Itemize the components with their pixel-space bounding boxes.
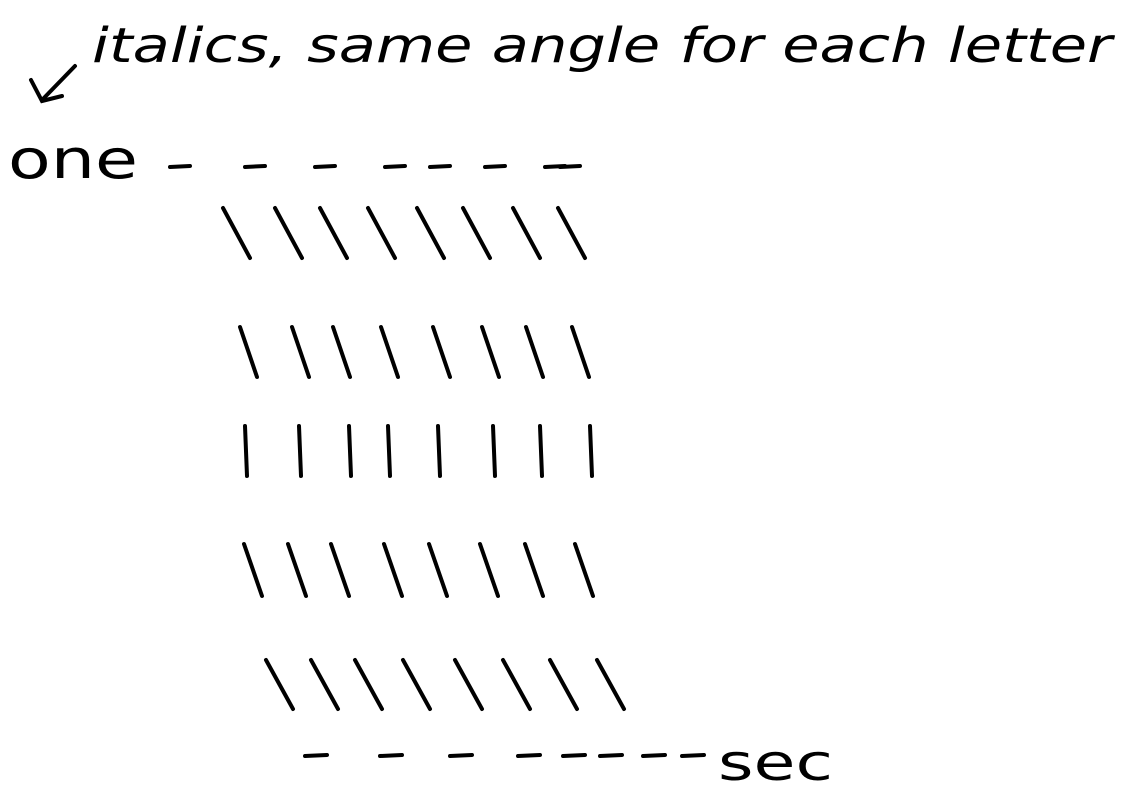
slant-row-1-stroke-3 (318, 206, 349, 260)
slant-row-1-stroke-6 (461, 206, 492, 260)
top-dashes-dash-4 (383, 164, 407, 169)
upright-row-stroke-3 (347, 424, 353, 478)
upright-row-stroke-2 (297, 424, 303, 478)
start-label: one (8, 128, 138, 191)
bottom-dashes-dash-3 (448, 753, 474, 758)
slant-row-2-stroke-4 (379, 325, 400, 379)
slant-row-3-stroke-2 (286, 542, 308, 598)
slant-row-4-stroke-8 (595, 658, 626, 711)
top-dashes-dash-3 (313, 164, 337, 169)
slant-row-4-stroke-3 (353, 658, 384, 711)
slant-row-3-stroke-3 (329, 542, 351, 598)
top-dashes-dash-6 (483, 164, 507, 169)
upright-row-stroke-8 (588, 424, 594, 478)
slant-row-2-stroke-5 (431, 325, 452, 379)
slant-row-4-stroke-6 (501, 658, 532, 711)
slant-row-2-stroke-7 (524, 325, 545, 379)
slant-row-4-stroke-4 (401, 658, 432, 711)
arrow-down-left-icon (29, 64, 77, 104)
slant-row-1-stroke-1 (221, 206, 252, 260)
slant-row-1-stroke-2 (273, 206, 304, 260)
stroke-rows (168, 164, 706, 758)
slant-row-4-stroke-5 (453, 658, 484, 711)
bottom-dashes-dash-6 (598, 753, 624, 758)
slant-row-1-stroke-4 (366, 206, 397, 260)
bottom-dashes-dash-7 (641, 753, 667, 758)
bottom-dashes-dash-4 (516, 753, 542, 758)
upright-row-stroke-5 (436, 424, 442, 478)
slant-row-3-stroke-1 (242, 542, 264, 598)
slant-row-3-stroke-4 (382, 542, 404, 598)
end-label: sec (718, 734, 833, 788)
top-dashes-dash-5 (428, 164, 452, 169)
slant-row-3-stroke-8 (573, 542, 595, 598)
slant-row-2-stroke-1 (238, 325, 259, 379)
upright-row-stroke-4 (386, 424, 392, 478)
slant-row-1-stroke-5 (415, 206, 446, 260)
bottom-dashes-dash-2 (378, 753, 404, 758)
slant-row-3-stroke-7 (523, 542, 545, 598)
slant-row-4-stroke-1 (264, 658, 295, 711)
top-dashes-dash-1 (168, 164, 192, 169)
slant-row-4-stroke-2 (309, 658, 340, 711)
slant-row-2-stroke-3 (331, 325, 352, 379)
upright-row-stroke-7 (538, 424, 544, 478)
bottom-dashes-dash-8 (680, 753, 706, 758)
upright-row-stroke-6 (491, 424, 497, 478)
slant-row-1-stroke-7 (511, 206, 542, 260)
slant-row-2-stroke-8 (570, 325, 591, 379)
top-dashes-dash-2 (243, 164, 267, 169)
bottom-dashes-dash-5 (561, 753, 587, 758)
slant-row-3-stroke-6 (478, 542, 500, 598)
slant-row-2-stroke-6 (480, 325, 501, 379)
upright-row-stroke-1 (243, 424, 249, 478)
bottom-dashes-dash-1 (303, 753, 329, 758)
slant-row-2-stroke-2 (290, 325, 311, 379)
slant-row-3-stroke-5 (427, 542, 449, 598)
slant-row-1-stroke-8 (556, 206, 587, 260)
slant-row-4-stroke-7 (548, 658, 579, 711)
top-dashes-dash-8 (558, 164, 582, 169)
note-text: italics, same angle for each letter (92, 18, 1116, 74)
